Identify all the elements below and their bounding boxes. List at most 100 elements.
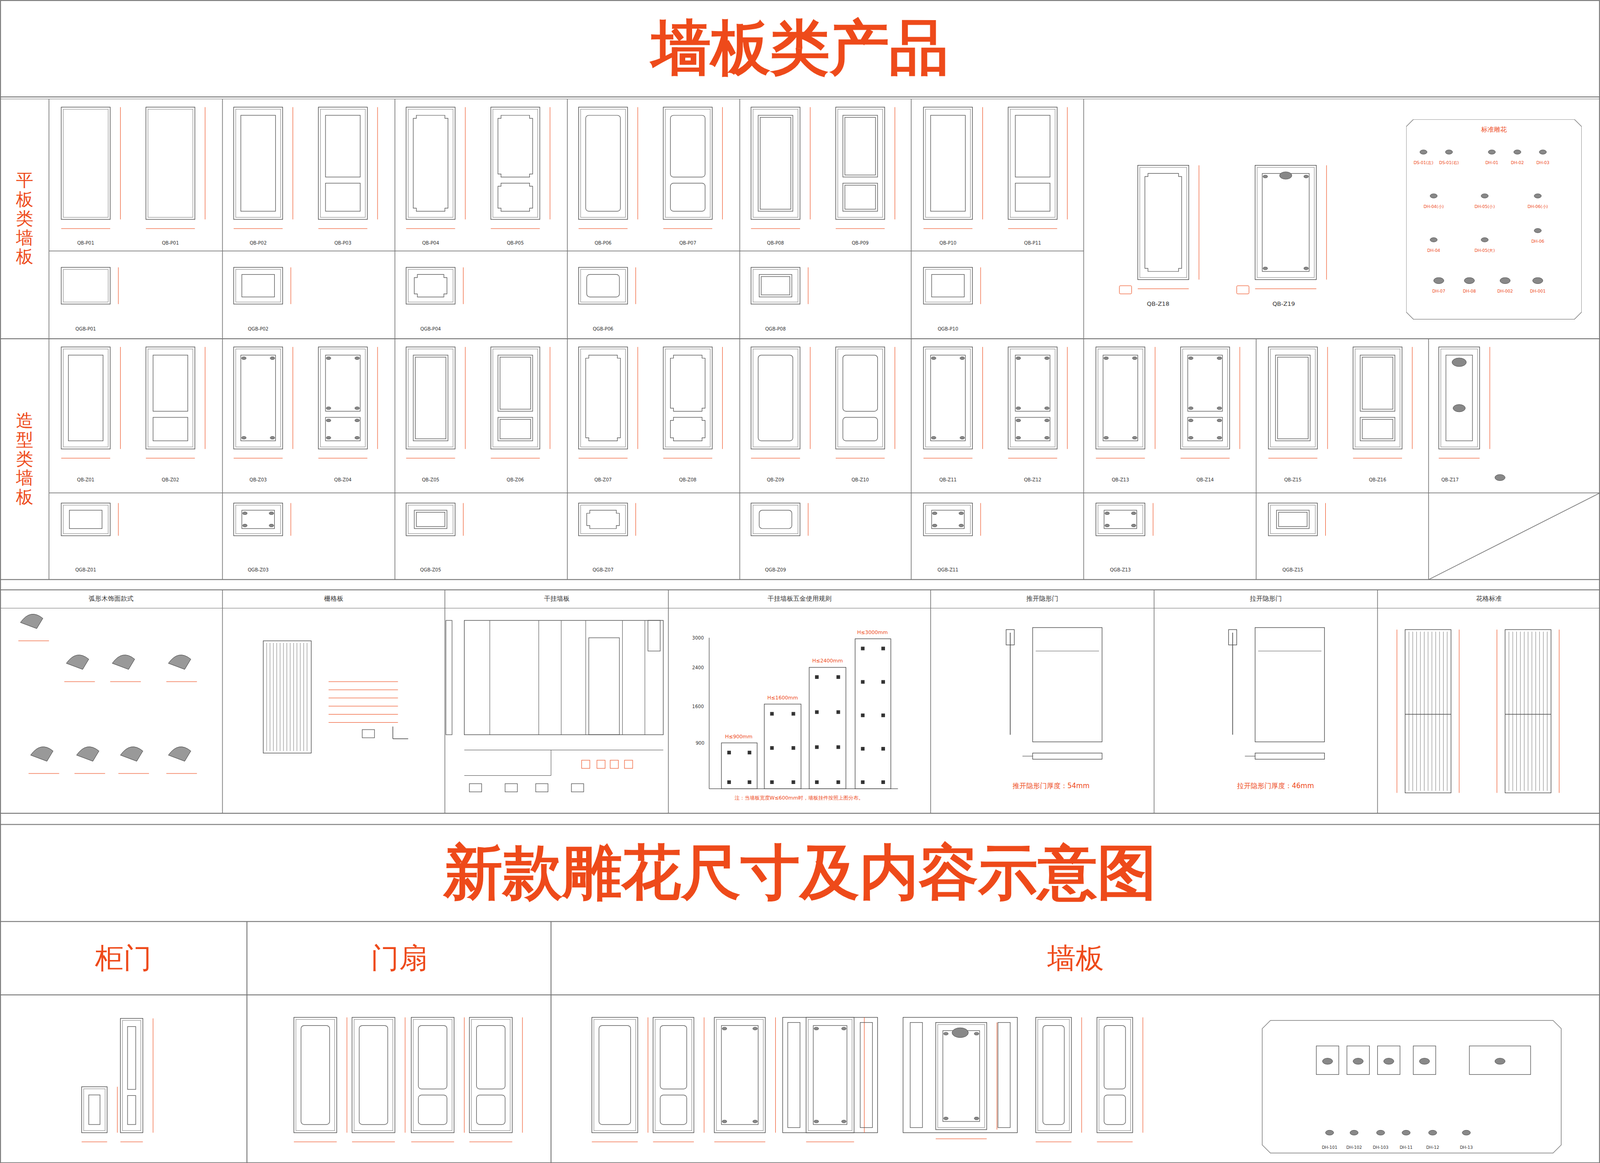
- draw-rect: [145, 346, 195, 449]
- draw-rect: [359, 1025, 389, 1125]
- draw-rect: [405, 346, 455, 449]
- draw-rect: [815, 745, 819, 749]
- label-text: DH-12: [1426, 1145, 1440, 1151]
- draw-line: [117, 1086, 118, 1133]
- draw-rect: [476, 1025, 506, 1089]
- draw-rect: [881, 680, 886, 684]
- ornament: [1279, 171, 1292, 180]
- draw-rect: [1405, 629, 1451, 793]
- draw-line: [120, 106, 121, 220]
- label-text: DS-01(左): [1413, 160, 1434, 166]
- draw-line: [522, 1017, 523, 1133]
- draw-line: [1405, 714, 1451, 715]
- draw-rect: [405, 267, 455, 304]
- draw-line: [152, 1018, 154, 1133]
- ornament: [242, 512, 248, 515]
- ornament: [1132, 357, 1137, 360]
- draw-line: [444, 589, 446, 814]
- draw-rect: [861, 713, 865, 717]
- draw-rect: [923, 346, 973, 449]
- section-cell: 干挂墙板: [444, 589, 669, 608]
- draw-rect: [148, 348, 193, 447]
- ornament: [1534, 193, 1542, 198]
- ornament: [1217, 357, 1222, 360]
- draw-rect: [318, 106, 368, 220]
- draw-rect: [418, 1025, 448, 1089]
- draw-line: [585, 620, 587, 735]
- draw-line: [276, 642, 278, 752]
- label-text: QB-Z13: [1111, 477, 1130, 483]
- draw-rect: [415, 357, 446, 439]
- label-text: DH-04(小): [1423, 204, 1444, 210]
- draw-rect: [418, 1094, 448, 1125]
- draw-line: [1327, 346, 1328, 449]
- draw-rect: [233, 106, 283, 220]
- label-text: QGB-Z07: [592, 566, 614, 572]
- label-text: DH-102: [1346, 1145, 1362, 1151]
- draw-line: [1008, 458, 1057, 459]
- draw-line: [0, 579, 1600, 581]
- draw-line: [222, 99, 224, 580]
- panel-title: 栅格板: [324, 594, 344, 603]
- draw-line: [0, 98, 1600, 100]
- draw-rect: [235, 109, 281, 218]
- draw-rect: [592, 1017, 638, 1133]
- draw-rect: [580, 269, 626, 302]
- ornament: [1016, 406, 1021, 410]
- draw-rect: [760, 117, 791, 210]
- section-cell: 造型类墙板: [0, 338, 49, 580]
- draw-rect: [747, 780, 752, 784]
- label-text: DH-01: [1485, 160, 1499, 166]
- draw-rect: [148, 109, 193, 218]
- draw-rect: [770, 780, 774, 784]
- draw-rect: [411, 1017, 455, 1133]
- draw-rect: [1006, 629, 1015, 645]
- draw-rect: [925, 505, 971, 534]
- draw-rect: [759, 274, 792, 297]
- draw-line: [303, 642, 304, 752]
- label-text: QB-P05: [506, 240, 524, 246]
- ornament: [270, 436, 275, 440]
- box-heading: 标准雕花: [1481, 125, 1507, 134]
- label-text: QB-Z16: [1368, 477, 1387, 483]
- draw-line: [118, 773, 150, 774]
- draw-line: [1326, 165, 1327, 280]
- draw-rect: [490, 346, 540, 449]
- draw-rect: [842, 183, 878, 212]
- panel-title: 干挂墙板: [544, 594, 570, 603]
- draw-rect: [861, 680, 865, 684]
- draw-rect: [405, 106, 455, 220]
- draw-rect: [721, 1025, 758, 1125]
- ornament: [752, 1027, 758, 1030]
- draw-rect: [500, 357, 531, 410]
- draw-rect: [813, 1025, 848, 1125]
- draw-line: [637, 106, 639, 220]
- ornament: [1188, 406, 1194, 410]
- draw-line: [1527, 631, 1529, 791]
- draw-rect: [1015, 183, 1051, 212]
- draw-line: [578, 458, 628, 459]
- draw-rect: [1098, 1019, 1131, 1131]
- panel-title: 拉开隐形门: [1249, 594, 1282, 603]
- draw-rect: [842, 115, 878, 177]
- label-text: QGB-Z15: [1282, 566, 1304, 572]
- draw-rect: [325, 355, 361, 412]
- label-text: QB-Z14: [1196, 477, 1214, 483]
- draw-rect: [655, 1019, 692, 1131]
- label-text: QB-Z09: [766, 477, 784, 483]
- draw-line: [1438, 458, 1480, 459]
- draw-rect: [235, 269, 281, 302]
- label-text: QB-Z10: [851, 477, 870, 483]
- draw-rect: [241, 274, 275, 297]
- draw-rect: [1104, 510, 1137, 529]
- draw-rect: [747, 751, 752, 755]
- draw-line: [805, 1141, 854, 1142]
- draw-rect: [476, 1094, 506, 1125]
- draw-rect: [752, 348, 798, 447]
- ornament: [1429, 193, 1438, 198]
- ornament: [1464, 277, 1475, 284]
- draw-line: [1097, 1141, 1133, 1142]
- draw-line: [1428, 492, 1600, 580]
- notched-frame: [497, 115, 533, 177]
